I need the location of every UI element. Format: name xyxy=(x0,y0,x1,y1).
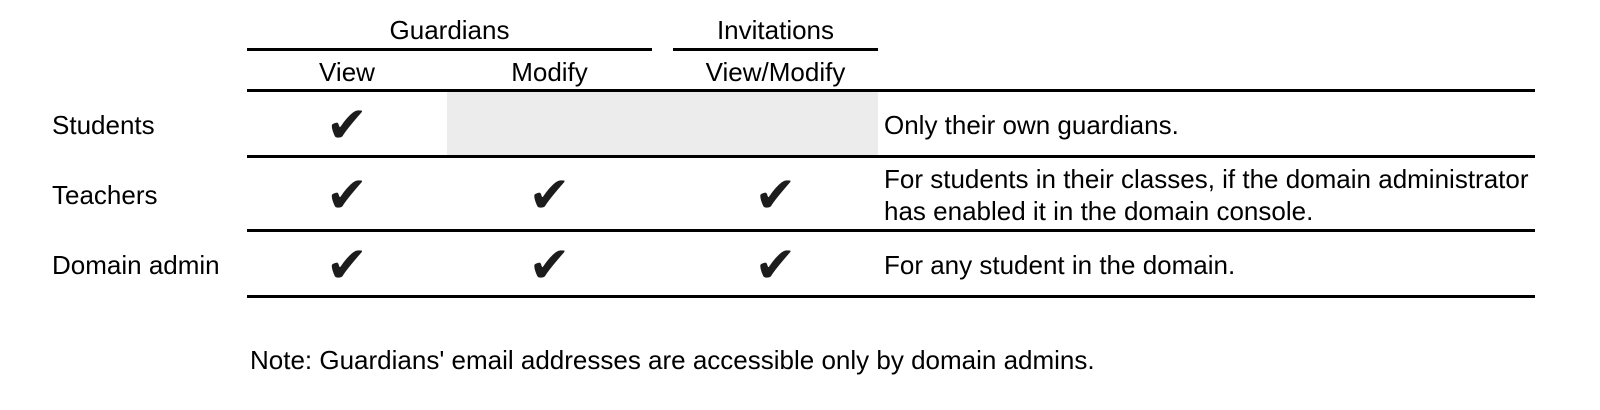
teachers-guardians-modify-check: ✔ xyxy=(528,166,571,224)
column-header-view-modify: View/Modify xyxy=(705,56,846,87)
column-header-modify: Modify xyxy=(511,56,588,87)
domain-admin-guardians-view-check: ✔ xyxy=(326,236,368,294)
column-group-invitations: Invitations xyxy=(673,12,878,51)
domain-admin-guardians-modify-check: ✔ xyxy=(528,236,571,294)
row-label-domain-admin: Domain admin xyxy=(52,250,220,280)
group-header-spacer xyxy=(52,12,247,51)
students-guardians-view-check: ✔ xyxy=(326,96,368,154)
students-guardians-modify-cell xyxy=(447,92,652,158)
domain-admin-note: For any student in the domain. xyxy=(884,250,1236,280)
students-gap-cell xyxy=(652,92,673,158)
students-note: Only their own guardians. xyxy=(884,110,1179,140)
group-header-notes-spacer xyxy=(878,12,1535,51)
table-subheader-row: View Modify View/Modify xyxy=(52,51,1535,92)
permissions-table: Guardians Invitations View Modify View/M… xyxy=(52,12,1535,298)
table-group-header-row: Guardians Invitations xyxy=(52,12,1535,51)
teachers-gap-cell xyxy=(652,158,673,232)
teachers-note: For students in their classes, if the do… xyxy=(884,164,1529,226)
table-row-domain-admin: Domain admin ✔ ✔ ✔ For any student in th… xyxy=(52,232,1535,298)
subheader-gap xyxy=(652,51,673,92)
table-row-students: Students ✔ Only their own guardians. xyxy=(52,92,1535,158)
subheader-notes-spacer xyxy=(878,51,1535,92)
teachers-invitations-check: ✔ xyxy=(754,166,797,224)
guardians-email-footnote: Note: Guardians' email addresses are acc… xyxy=(250,345,1095,375)
table-row-teachers: Teachers ✔ ✔ ✔ For students in their cla… xyxy=(52,158,1535,232)
domain-admin-gap-cell xyxy=(652,232,673,298)
domain-admin-invitations-check: ✔ xyxy=(754,236,797,294)
column-header-view: View xyxy=(319,56,375,87)
column-group-gap xyxy=(652,12,673,51)
students-invitations-cell xyxy=(673,92,878,158)
column-group-guardians: Guardians xyxy=(247,12,652,51)
subheader-spacer xyxy=(52,51,247,92)
row-label-teachers: Teachers xyxy=(52,180,158,210)
row-label-students: Students xyxy=(52,110,155,140)
teachers-guardians-view-check: ✔ xyxy=(326,166,368,224)
